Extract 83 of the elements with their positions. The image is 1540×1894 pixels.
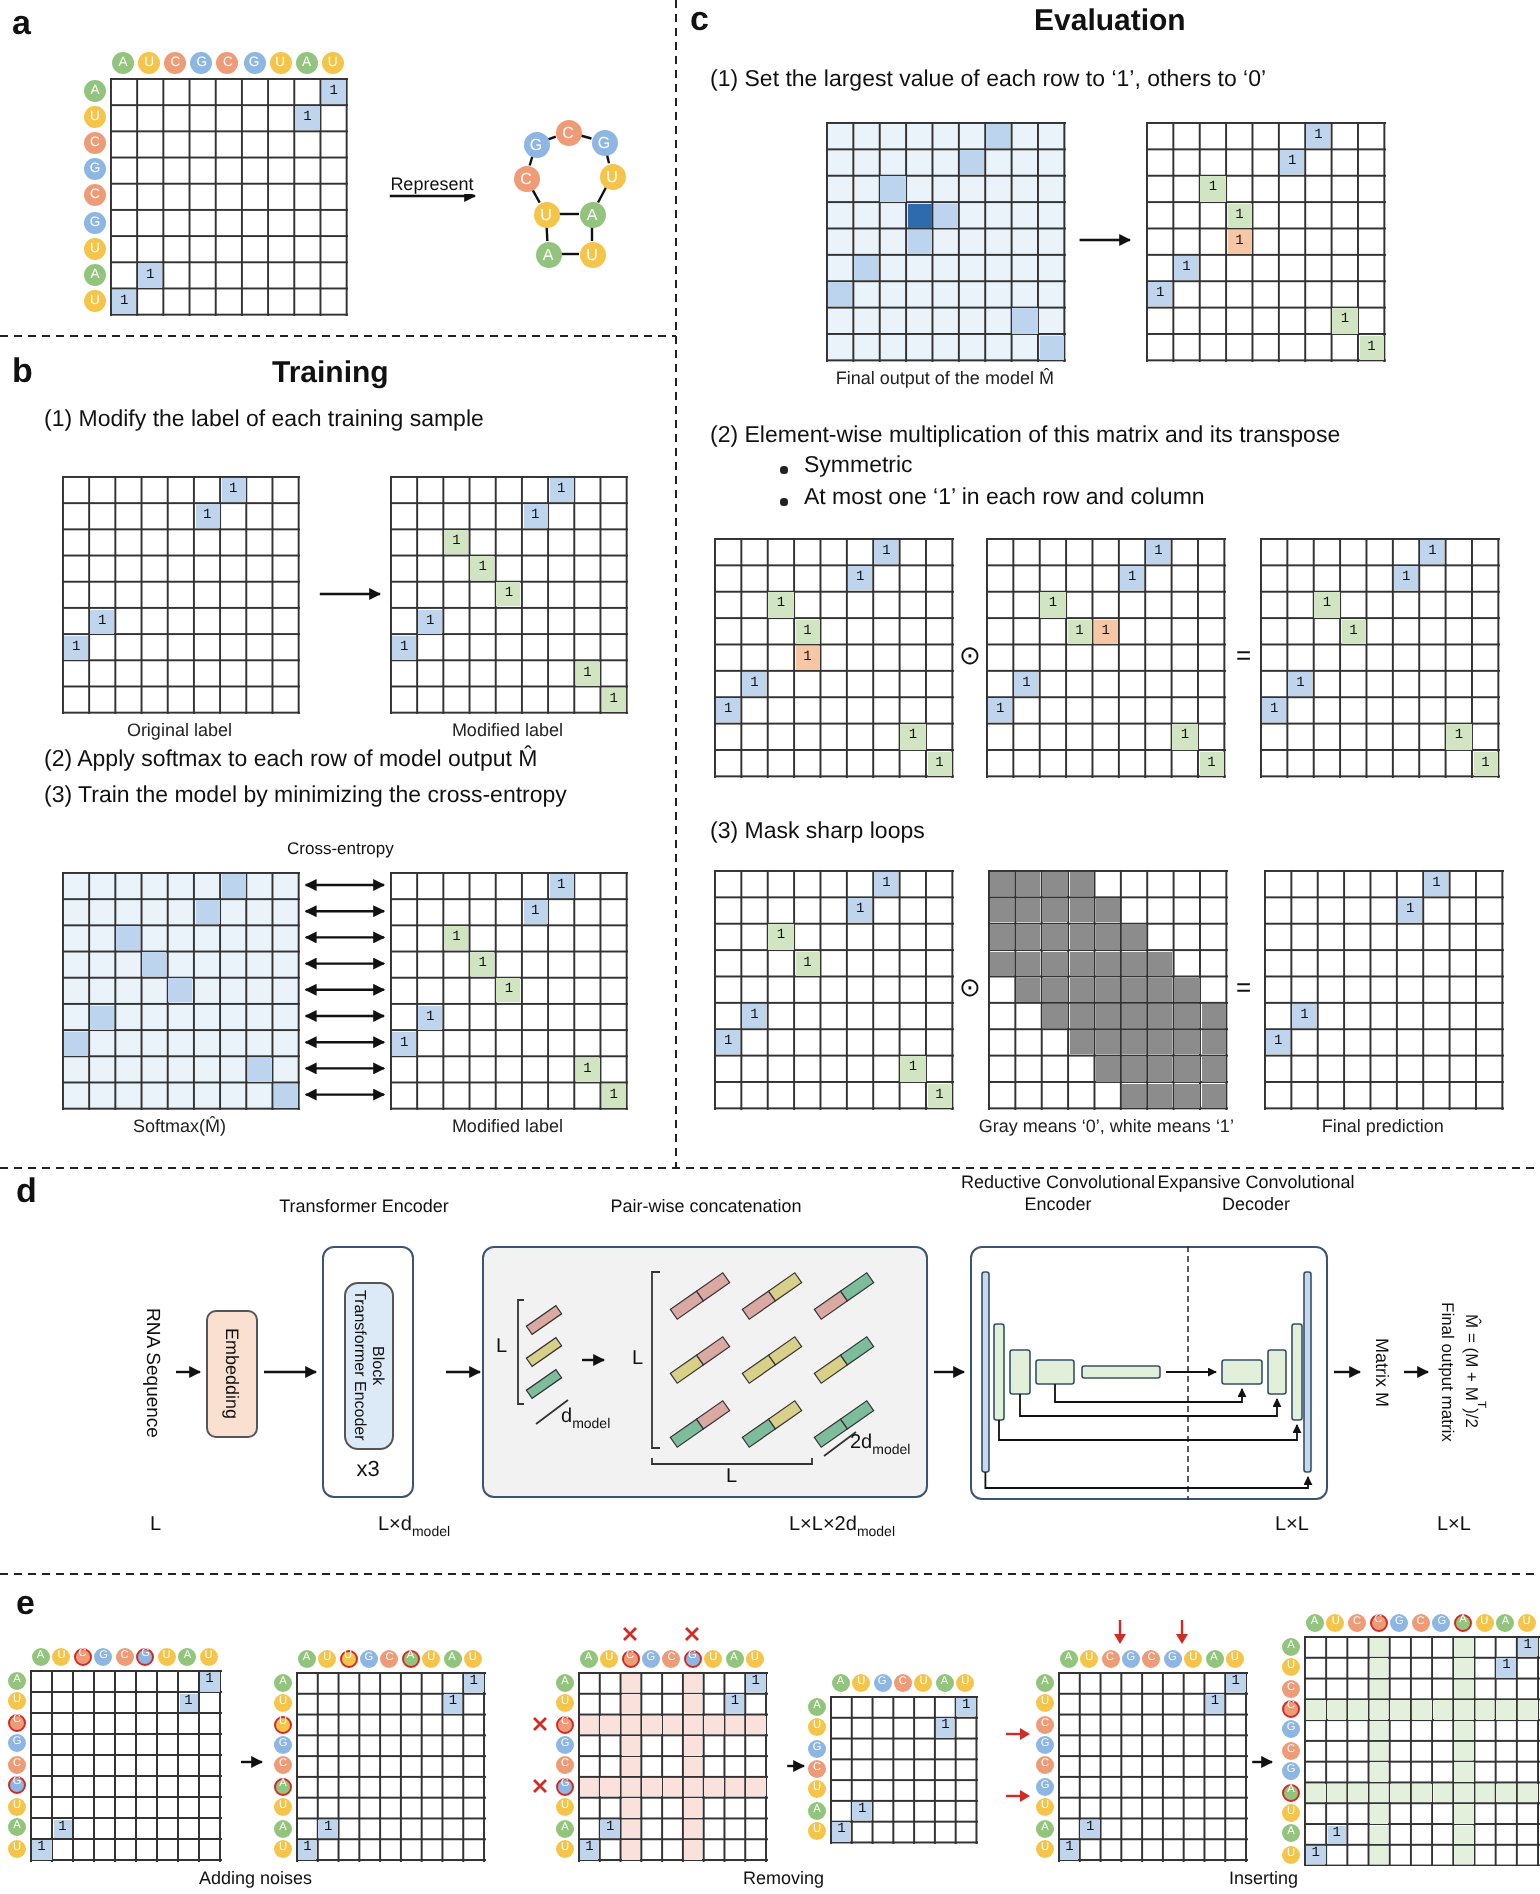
sequence-label: RNA Sequence xyxy=(134,1264,170,1480)
arrow xyxy=(304,1088,386,1101)
nucleotide-circle: U xyxy=(533,201,559,227)
section-title: Training xyxy=(272,356,389,390)
dimension-label: L xyxy=(632,1348,644,1370)
nucleotide-circle: A xyxy=(579,201,605,227)
step-text: (1) Modify the label of each training sample xyxy=(44,408,484,432)
connector-line xyxy=(559,212,579,216)
arrow xyxy=(304,1062,386,1075)
nucleotide-circle: U xyxy=(579,241,605,267)
matrix-caption: Original label xyxy=(126,719,232,740)
caption-text: Removing xyxy=(743,1868,825,1888)
box-title: Reductive Convolutional Encoder xyxy=(960,1172,1156,1216)
caption-text: Inserting xyxy=(1229,1868,1299,1888)
dimension-label: L×L xyxy=(1275,1514,1309,1536)
dimension-label: L×d$_{model}$ xyxy=(378,1514,451,1540)
step-text: (1) Set the largest value of each row to ‘1’, others to ‘0’ xyxy=(710,68,1267,92)
dimension-label: 2d$_{model}$ xyxy=(850,1432,911,1458)
arrow xyxy=(1404,1366,1430,1378)
step-text: (3) Mask sharp loops xyxy=(710,820,925,844)
encoder-block: Transformer Encoder Block xyxy=(344,1282,394,1450)
arrow xyxy=(1079,234,1132,246)
matrix-caption: Gray means ‘0’, white means ‘1’ xyxy=(978,1115,1234,1136)
step-text: (2) Element-wise multiplication of this matrix and its transpose xyxy=(710,424,1341,448)
operator-symbol: ⊙ xyxy=(959,640,981,670)
nucleotide-circle: C xyxy=(513,165,539,191)
operator-symbol: = xyxy=(1236,640,1252,670)
arrow xyxy=(319,588,382,600)
dimension-label: L xyxy=(150,1514,162,1536)
dimension-label: L xyxy=(496,1336,508,1358)
operator-symbol: = xyxy=(1236,972,1252,1002)
matrix-caption: Softmax(M̂) xyxy=(132,1115,226,1136)
arrow xyxy=(446,1366,482,1378)
step-text: (3) Train the model by minimizing the cross-entropy xyxy=(44,784,567,808)
arrow xyxy=(389,190,477,202)
arrow xyxy=(934,1366,966,1378)
panel-letter: c xyxy=(690,0,709,40)
dimension-label: L×L xyxy=(1437,1514,1471,1536)
repeat-count: x3 xyxy=(354,1460,382,1482)
panel-letter: a xyxy=(12,4,31,44)
matrix-caption: Modified label xyxy=(451,1115,563,1136)
panel-letter: b xyxy=(12,352,33,392)
arrow xyxy=(304,879,386,891)
nucleotide-circle: U xyxy=(599,163,625,189)
matrix-caption: Final prediction xyxy=(1321,1115,1444,1136)
arrow xyxy=(1334,1366,1362,1378)
panel-letter: e xyxy=(16,1584,35,1624)
operator-symbol: ⊙ xyxy=(959,972,981,1002)
arrow xyxy=(1252,1756,1274,1768)
nucleotide-circle: A xyxy=(535,241,561,267)
step-text: (2) Apply softmax to each row of model output M̂ xyxy=(44,748,538,772)
caption-text: Adding noises xyxy=(199,1868,313,1888)
nucleotide-circle: G xyxy=(523,131,549,157)
matrix-caption: Modified label xyxy=(451,719,563,740)
arrow xyxy=(304,931,386,944)
arrow xyxy=(176,1366,202,1378)
panel-letter: d xyxy=(16,1172,37,1212)
nucleotide-circle: G xyxy=(591,129,617,155)
section-title: Evaluation xyxy=(1034,4,1186,38)
edge-label: Represent xyxy=(390,174,474,194)
arrow xyxy=(304,1010,386,1022)
box-title: Pair-wise concatenation xyxy=(608,1196,804,1218)
arrow xyxy=(304,957,386,970)
formula-text: Final output matrix xyxy=(1438,1300,1458,1446)
nucleotide-circle: C xyxy=(555,119,581,145)
arrow xyxy=(787,1760,806,1772)
embedding-box: Embedding xyxy=(206,1310,258,1438)
arrow xyxy=(264,1366,318,1378)
bullet-text: At most one ‘1’ in each row and column xyxy=(804,486,1205,510)
matrix-label: Matrix M xyxy=(1366,1300,1398,1444)
arrow xyxy=(241,1756,264,1768)
arrow xyxy=(304,983,386,996)
bullet-text: Symmetric xyxy=(804,454,913,478)
box-title: Expansive Convolutional Decoder xyxy=(1156,1172,1356,1216)
arrow xyxy=(304,905,386,918)
dimension-label: L xyxy=(726,1466,738,1488)
dimension-label: L×L×2d$_{model}$ xyxy=(789,1514,896,1540)
box-title: Transformer Encoder xyxy=(278,1196,450,1218)
arrow xyxy=(304,1036,386,1049)
dimension-label: d$_{model}$ xyxy=(561,1406,611,1432)
connector-line xyxy=(597,186,607,204)
matrix-caption: Final output of the model M̂ xyxy=(835,367,1054,388)
caption-text: Cross-entropy xyxy=(287,838,394,858)
